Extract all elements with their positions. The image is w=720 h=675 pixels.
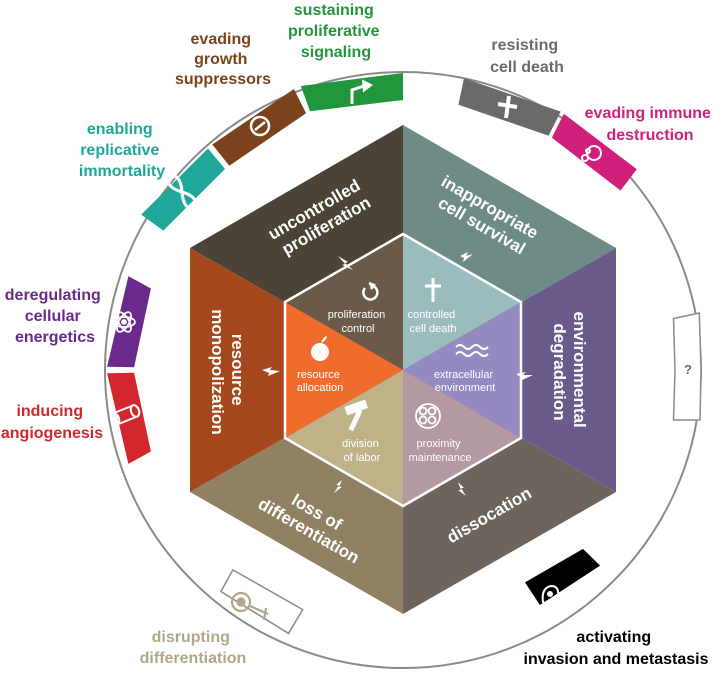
label-angiogenesis: inducing angiogenesis — [1, 403, 103, 442]
inner-controlled-cell-death — [403, 234, 521, 370]
label-extracellular-environment: extracellular environment — [434, 369, 496, 394]
label-division-of-labor: division of labor — [342, 438, 382, 464]
no-entry-icon — [249, 115, 271, 137]
label-unknown-hallmark: ? — [684, 362, 692, 377]
label-invasion-metastasis: activating invasion and metastasis — [524, 629, 709, 668]
cross-icon — [425, 278, 441, 302]
inner-division-of-labor — [285, 370, 403, 506]
lightning-bolt-icon — [262, 252, 533, 496]
immune-cell-icon — [581, 145, 602, 162]
atom-icon — [112, 311, 136, 333]
band-disrupting-differentiation — [219, 568, 304, 635]
label-cell-death: resisting cell death — [490, 37, 564, 76]
cell-cluster-icon — [415, 403, 441, 429]
label-replicative-immortality: enabling replicative immortality — [79, 121, 165, 180]
apple-icon — [311, 336, 329, 361]
hammer-icon — [344, 399, 368, 432]
label-environmental-degradation: environmental degradation — [550, 312, 589, 433]
band-invasion-metastasis — [525, 548, 601, 605]
ghost-cell-icon — [541, 584, 560, 609]
label-disrupting-differentiation: disrupting differentiation — [140, 629, 247, 667]
inner-extracellular-environment — [403, 302, 521, 438]
inner-proliferation-control — [285, 234, 403, 370]
vessel-icon — [109, 404, 141, 426]
waves-icon — [455, 344, 489, 357]
label-proliferative-signaling: sustaining proliferative signaling — [288, 2, 384, 61]
label-controlled-cell-death: controlled cell death — [408, 309, 459, 335]
cycle-arrow-icon — [362, 281, 379, 301]
band-immune-destruction — [551, 113, 637, 191]
label-proximity-maintenance: proximity maintenance — [409, 438, 472, 464]
band-angiogenesis — [107, 372, 151, 464]
cross-icon — [497, 95, 518, 119]
label-proliferation-control: proliferation control — [328, 309, 389, 335]
inner-resource-allocation — [285, 302, 403, 438]
infinity-icon — [167, 174, 197, 210]
label-cellular-energetics: deregulating cellular energetics — [5, 287, 105, 346]
bent-arrow-icon — [350, 79, 373, 104]
band-unknown — [672, 312, 702, 421]
label-growth-suppressors: evading growth suppressors — [175, 31, 271, 88]
inner-hexagon-border — [283, 232, 523, 508]
label-resource-allocation: resource allocation — [297, 369, 343, 394]
label-resource-monopolization: resource monopolization — [208, 309, 247, 435]
label-immune-destruction: evading immune destruction — [585, 105, 716, 144]
stem-cell-icon — [230, 591, 269, 621]
